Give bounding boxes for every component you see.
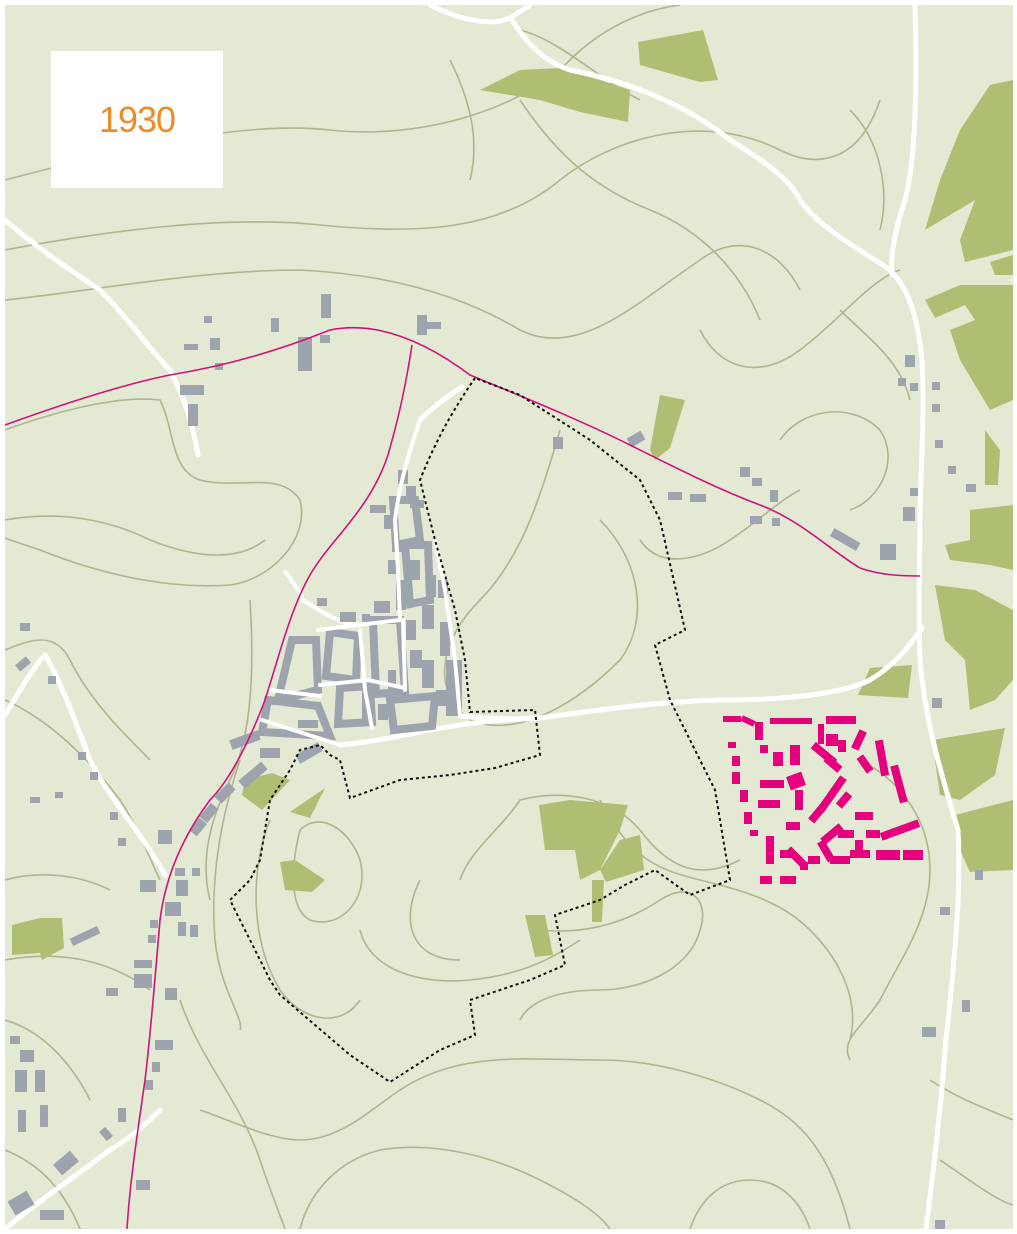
project-boundary	[228, 376, 732, 1084]
buildings	[7, 294, 983, 1229]
year-label-card: 1930	[51, 51, 223, 188]
land-background	[5, 5, 1013, 1229]
map-canvas[interactable]	[5, 5, 1013, 1229]
map-view[interactable]	[5, 5, 1013, 1229]
new-development	[723, 715, 923, 884]
village-streets	[260, 418, 462, 747]
forest-areas	[12, 30, 1013, 960]
year-label: 1930	[98, 98, 176, 140]
main-road-branch	[126, 344, 413, 1229]
contour-lines	[5, 5, 1013, 1229]
road-network	[5, 5, 962, 1229]
